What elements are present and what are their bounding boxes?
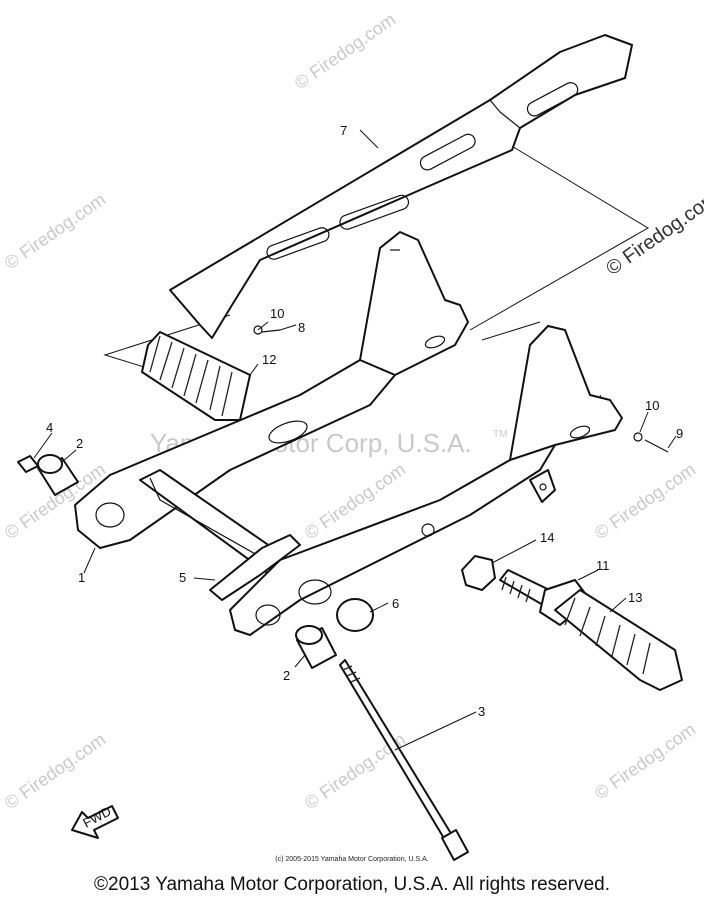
watermark-firedog-dark: © Firedog.com [602,187,704,280]
watermark-tm: TM [493,429,507,440]
callout-7: 7 [340,123,347,138]
pivot-bolt [339,659,469,861]
callout-4: 4 [46,420,53,435]
callout-3: 3 [478,704,485,719]
bushings [17,454,374,669]
watermark-firedog: © Firedog.com [1,729,109,813]
callout-9: 9 [676,426,683,441]
callout-2-upper: 2 [76,436,83,451]
callout-10-right: 10 [645,398,659,413]
watermark-firedog: © Firedog.com [591,719,699,803]
small-bolts [253,325,669,453]
rubber-footrest-left [141,331,251,421]
callout-numbers: 7 10 8 12 4 2 1 5 6 2 3 14 11 13 10 9 [46,123,683,719]
watermark-firedog: © Firedog.com [591,459,699,543]
watermark-firedog: © Firedog.com [291,9,399,93]
callout-10-left: 10 [270,306,284,321]
callout-5: 5 [179,570,186,585]
callout-14: 14 [540,530,554,545]
leader-lines [33,129,677,751]
callout-1: 1 [78,570,85,585]
footrest-right [461,555,683,691]
callout-13: 13 [628,590,642,605]
callout-2-lower: 2 [283,668,290,683]
callout-6: 6 [392,596,399,611]
callout-11: 11 [596,558,610,573]
swingarm-body [74,231,623,636]
fwd-arrow-icon: FWD [71,804,119,839]
copyright-notice: ©2013 Yamaha Motor Corporation, U.S.A. A… [94,874,610,895]
chain-case [169,34,633,339]
callout-8: 8 [298,320,305,335]
watermark-firedog: © Firedog.com [1,189,109,273]
fine-print-copyright: (c) 2005-2015 Yamaha Motor Corporation, … [275,856,429,863]
callout-12: 12 [262,352,276,367]
